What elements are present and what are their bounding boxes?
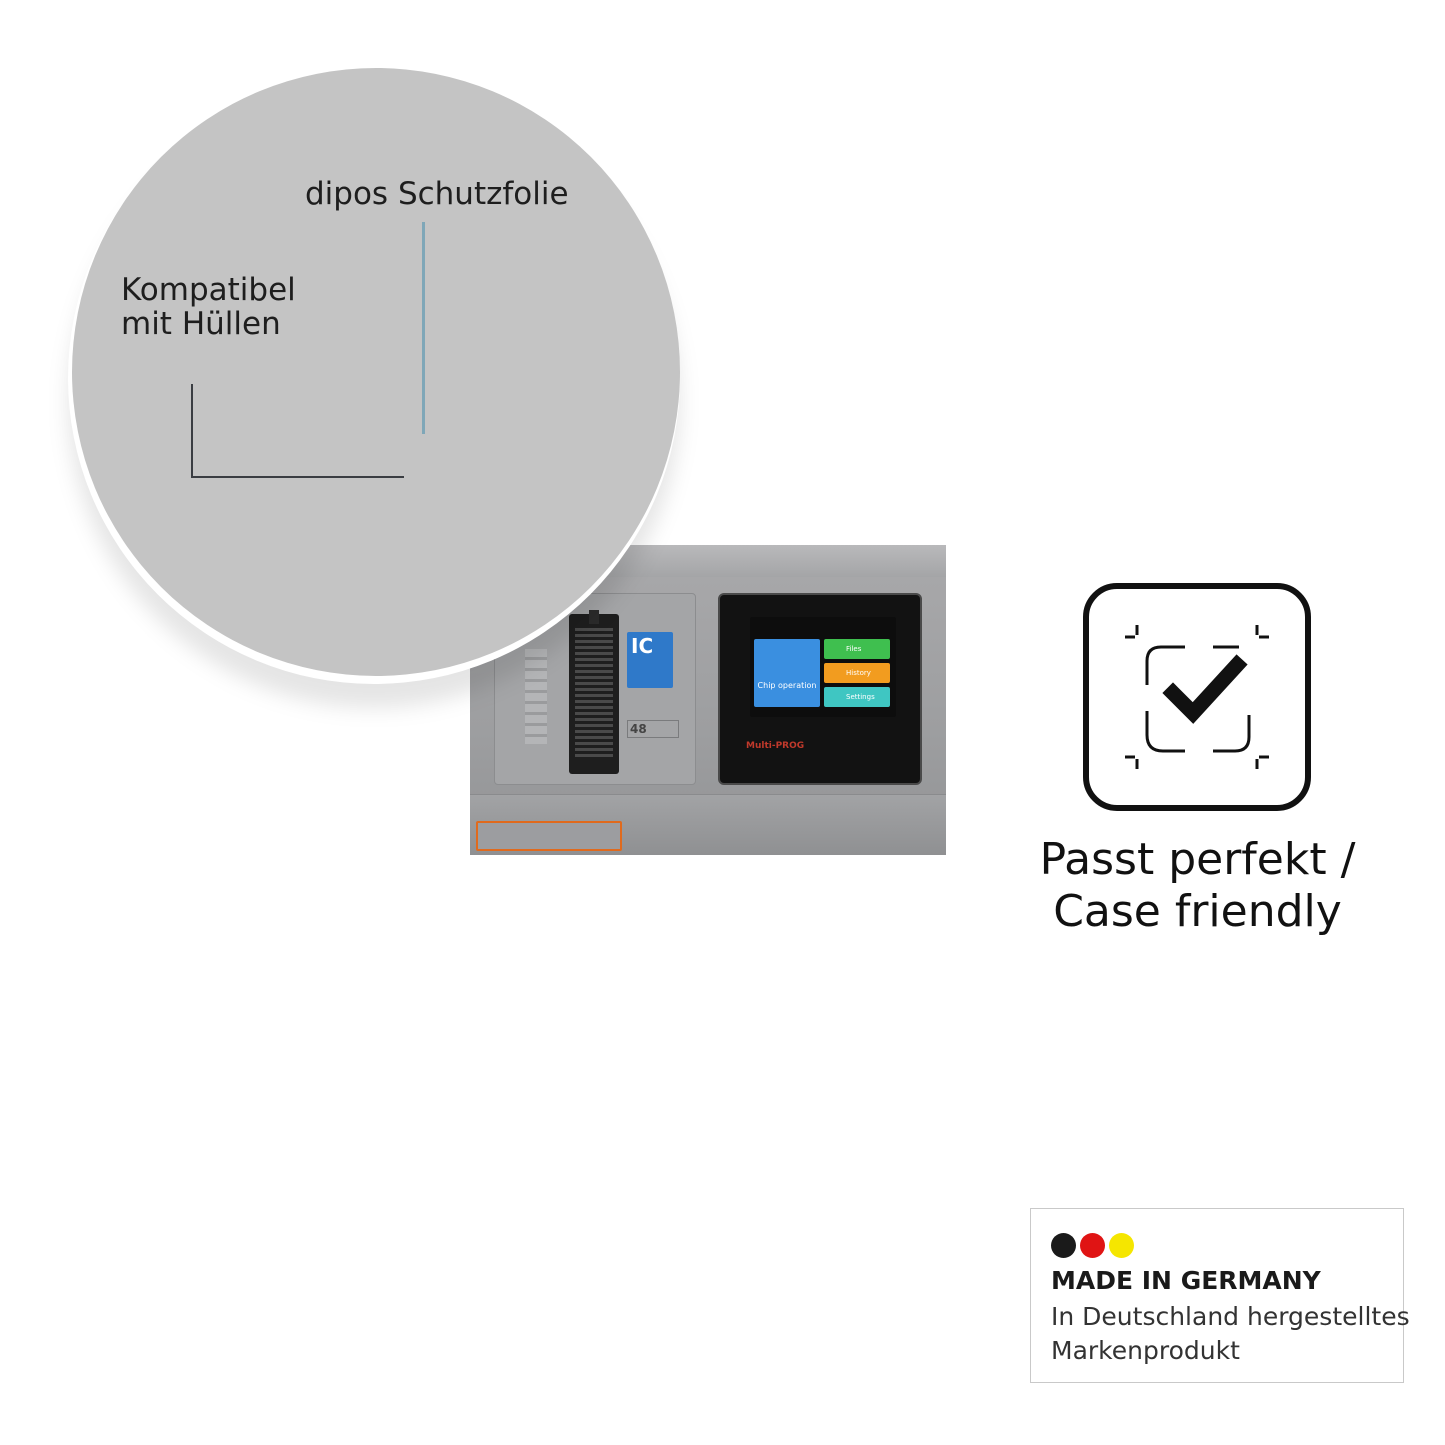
compatible-label-line2: mit Hüllen [121,306,281,342]
socket-lever [589,610,599,624]
history-label: History [846,669,871,677]
badge-subtitle-line1: In Deutschland hergestelltes [1051,1302,1410,1331]
pin-count-label: 48 [627,720,679,738]
files-label: Files [846,645,862,653]
files-tile: Files [824,639,890,659]
badge-subtitle-line2: Markenprodukt [1051,1336,1240,1365]
flag-dots [1051,1233,1134,1258]
case-friendly-caption: Passt perfekt / Case friendly [1000,834,1395,938]
device-nameplate [476,821,622,851]
schutzfolie-label: dipos Schutzfolie [305,176,569,212]
device-screen: Chip operation Files History Settings [750,617,896,717]
leader-line-gray-vertical [191,384,193,478]
device-ribs [525,649,547,744]
zif-socket [569,610,619,774]
compatible-label-line1: Kompatibel [121,272,296,308]
socket-pins [575,628,613,760]
ic-sticker-text: IC [631,634,654,658]
ic-sticker: IC [627,632,673,688]
flag-dot-red [1080,1233,1105,1258]
case-friendly-line1: Passt perfekt / [1039,834,1356,885]
device-image: IC 48 Chip operation Files History Setti… [470,545,946,855]
settings-label: Settings [846,693,875,701]
badge-title: MADE IN GERMANY [1051,1266,1321,1295]
case-friendly-line2: Case friendly [1053,886,1342,937]
leader-line-blue [422,222,425,434]
compatible-label: Kompatibel mit Hüllen [121,273,296,341]
screen-brand-text: Multi-PROG [746,741,805,751]
flag-dot-gold [1109,1233,1134,1258]
checkmark-frame-svg [1125,625,1269,769]
made-in-germany-badge: MADE IN GERMANY In Deutschland hergestel… [1030,1208,1410,1383]
checkmark-frame-icon [1083,583,1311,811]
chip-operation-tile: Chip operation [754,639,820,707]
settings-tile: Settings [824,687,890,707]
device-screen-frame: Chip operation Files History Settings Mu… [718,593,922,785]
badge-subtitle: In Deutschland hergestelltes Markenprodu… [1051,1300,1410,1368]
chip-operation-label: Chip operation [757,681,817,690]
leader-line-gray-horizontal [191,476,404,478]
device-bottom-band [470,794,946,855]
history-tile: History [824,663,890,683]
flag-dot-black [1051,1233,1076,1258]
pin-count-text: 48 [630,722,647,736]
callout-circle [72,68,680,676]
